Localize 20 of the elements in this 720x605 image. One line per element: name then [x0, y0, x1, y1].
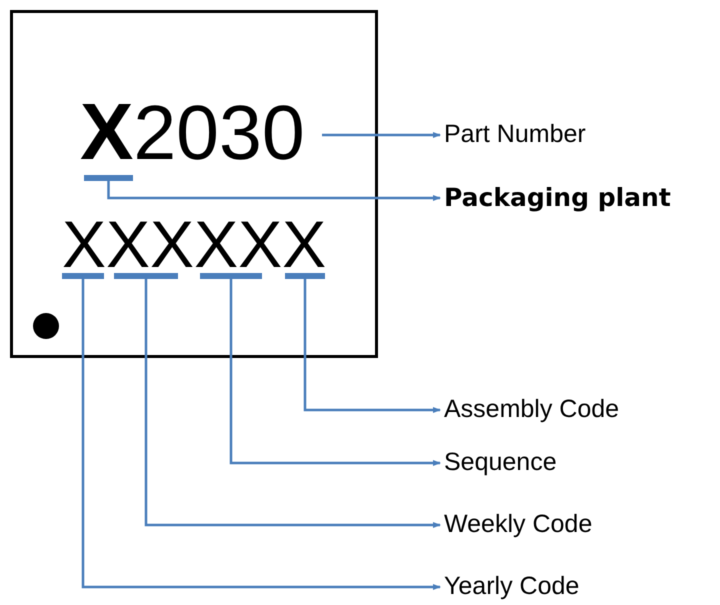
callout-label: Yearly Code: [440, 572, 660, 602]
marker-bar: [62, 273, 104, 279]
callout-label: Part Number: [440, 120, 640, 150]
leader-line: [82, 279, 441, 590]
leader-line: [144, 279, 441, 528]
part-number-marking: X2030: [80, 92, 322, 172]
marker-bar: [200, 273, 262, 279]
marker-bar: [285, 273, 325, 279]
leader-line: [230, 279, 441, 466]
date-code-marking: XXXXXX: [62, 211, 326, 277]
chip-package: [10, 10, 378, 358]
callout-label-bold: Packaging plant: [440, 183, 715, 213]
leader-line: [322, 132, 441, 138]
leader-line: [107, 181, 441, 201]
marker-bar: [114, 273, 178, 279]
callout-label: Sequence: [440, 448, 640, 478]
leader-line: [304, 279, 441, 413]
callout-label: Assembly Code: [440, 395, 680, 425]
callout-label: Weekly Code: [440, 510, 660, 540]
marker-bar: [84, 175, 133, 181]
